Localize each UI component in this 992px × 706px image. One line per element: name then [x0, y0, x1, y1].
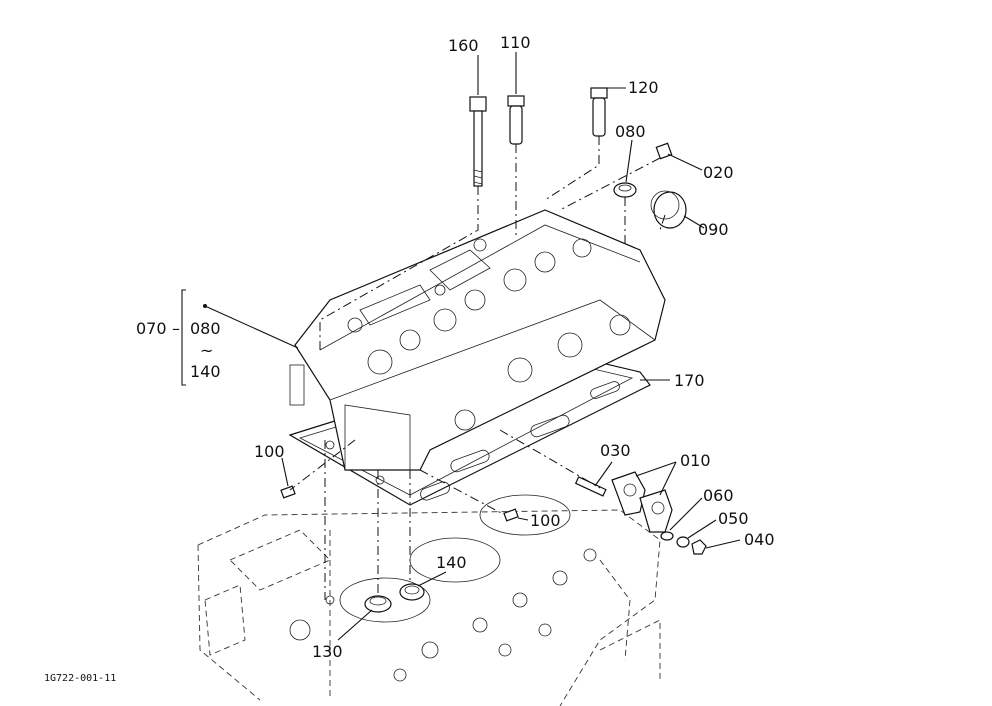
callout-120: 120: [628, 78, 659, 97]
callout-130: 130: [312, 642, 343, 661]
part-100-plug-right: [503, 508, 519, 522]
callout-040: 040: [744, 530, 775, 549]
cylinder-head: [289, 209, 666, 471]
engine-block-ghost: [197, 494, 661, 706]
part-140-seal: [399, 583, 425, 601]
part-020-plug: [655, 142, 673, 160]
part-010-bracket: [611, 471, 673, 533]
part-040-nut: [691, 539, 707, 555]
callout-020: 020: [703, 163, 734, 182]
callout-080-range-start: 080: [190, 319, 221, 338]
part-120-sleeve: [590, 87, 608, 137]
callout-140-range-end: 140: [190, 362, 221, 381]
callout-100-right: 100: [530, 511, 561, 530]
callout-range-tilde: ~: [200, 341, 213, 360]
callout-090: 090: [698, 220, 729, 239]
callout-110: 110: [500, 33, 531, 52]
callout-050: 050: [718, 509, 749, 528]
callout-160: 160: [448, 36, 479, 55]
drawing-code: 1G722-001-11: [44, 673, 116, 684]
callout-140: 140: [436, 553, 467, 572]
part-090-cap: [650, 190, 687, 229]
part-050-washer: [676, 536, 690, 548]
callout-060: 060: [703, 486, 734, 505]
leader-lines: [181, 52, 741, 641]
callout-dash: –: [172, 319, 180, 338]
callout-100-left: 100: [254, 442, 285, 461]
assembly-lines: [289, 136, 666, 600]
part-110-sleeve: [507, 95, 525, 145]
part-030-stud: [574, 476, 607, 497]
callout-labels: 160 110 120 080 020 090 070 – 080 ~ 140 …: [44, 33, 775, 684]
part-160-bolt: [469, 96, 487, 187]
part-130-seal: [364, 595, 392, 613]
part-080-seal: [613, 182, 637, 198]
callout-010: 010: [680, 451, 711, 470]
part-060-washer: [660, 531, 674, 541]
callout-030: 030: [600, 441, 631, 460]
callout-080-top: 080: [615, 122, 646, 141]
callout-070: 070: [136, 319, 167, 338]
callout-170: 170: [674, 371, 705, 390]
